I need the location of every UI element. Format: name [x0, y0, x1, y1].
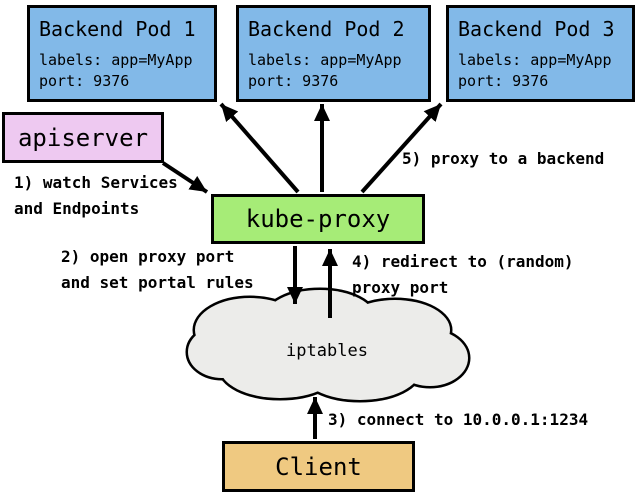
step5-proxy-to-backend-label: 5) proxy to a backend [402, 149, 605, 168]
backend-pod-1-box: Backend Pod 1 labels: app=MyApp port: 93… [27, 5, 217, 102]
backend-pod-1-labels: labels: app=MyApp [39, 51, 193, 69]
backend-pod-2-labels: labels: app=MyApp [248, 51, 402, 69]
backend-pod-1-title: Backend Pod 1 [39, 17, 196, 41]
step2-open-proxy-port-label: 2) open proxy port and set portal rules [61, 247, 254, 292]
backend-pod-2-title: Backend Pod 2 [248, 17, 405, 41]
backend-pod-3-title: Backend Pod 3 [458, 17, 615, 41]
arrow-kube-proxy-to-pod-1 [219, 102, 300, 194]
backend-pod-3-port: port: 9376 [458, 72, 549, 90]
step3-connect-label: 3) connect to 10.0.0.1:1234 [328, 410, 589, 429]
iptables-label: iptables [286, 341, 368, 361]
backend-pod-3-box: Backend Pod 3 labels: app=MyApp port: 93… [446, 5, 635, 102]
backend-pod-1-port: port: 9376 [39, 72, 130, 90]
step4-redirect-label: 4) redirect to (random) proxy port [352, 252, 574, 297]
kube-proxy-box: kube-proxy [211, 194, 425, 244]
backend-pod-2-box: Backend Pod 2 labels: app=MyApp port: 93… [236, 5, 431, 102]
backend-pod-3-labels: labels: app=MyApp [458, 51, 612, 69]
iptables-cloud [185, 287, 471, 403]
apiserver-label: apiserver [17, 123, 149, 152]
apiserver-box: apiserver [2, 112, 164, 163]
step1-watch-services-label: 1) watch Services and Endpoints [14, 173, 178, 218]
arrow-apiserver-to-kube-proxy [161, 161, 209, 194]
arrow-kube-proxy-to-pod-3 [360, 102, 443, 194]
client-box: Client [222, 441, 415, 492]
kube-proxy-label: kube-proxy [245, 205, 391, 233]
backend-pod-2-port: port: 9376 [248, 72, 339, 90]
client-label: Client [275, 452, 362, 481]
